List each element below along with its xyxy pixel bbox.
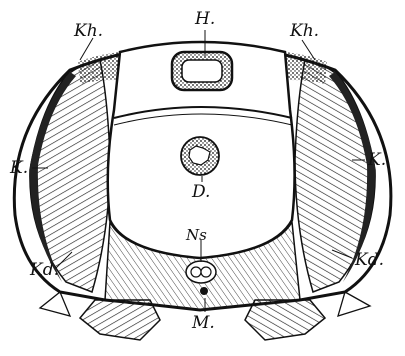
label-intestine: D.	[191, 182, 210, 202]
label-gill-right: K.	[367, 150, 386, 170]
label-nerve: Ns	[185, 226, 207, 244]
appendage-tip-left	[40, 292, 70, 316]
label-gill-top-right: Kh.	[289, 21, 319, 41]
label-gill-left: K.	[9, 158, 28, 178]
label-heart: H.	[194, 9, 215, 29]
appendage-left	[80, 300, 160, 340]
label-muscle: M.	[191, 313, 215, 333]
gill-top-left-dots	[78, 52, 120, 84]
heart-lumen	[182, 60, 222, 82]
appendage-tip-right	[338, 292, 370, 316]
label-gill-gland-right: Kd.	[354, 250, 384, 270]
appendage-right	[245, 300, 325, 340]
label-gill-gland-left: Kd.	[29, 260, 59, 280]
gill-top-right-dots	[285, 52, 327, 84]
label-gill-top-left: Kh.	[73, 21, 103, 41]
